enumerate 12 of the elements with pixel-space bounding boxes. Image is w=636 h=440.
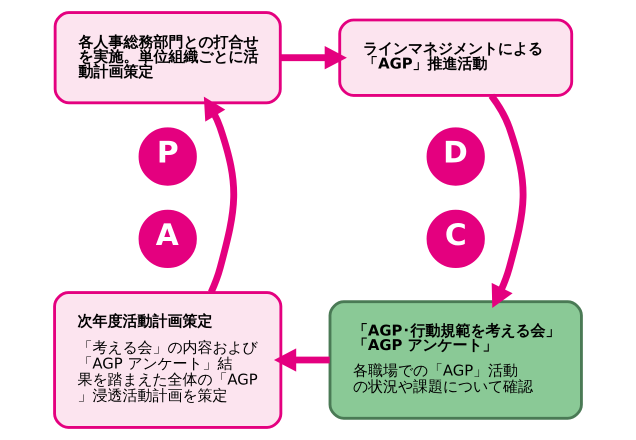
node-circle: P (138, 127, 197, 186)
arrow (204, 96, 238, 294)
arrow (280, 46, 347, 70)
arrow (274, 348, 330, 372)
node-box: 「AGP･行動規範を考える会」「AGP アンケート」 各職場での「AGP」活動の状況や課題について確認 (328, 300, 583, 420)
node-box: ラインマネジメントによる「AGP」推進活動 (338, 18, 574, 97)
arrow (488, 94, 526, 308)
node-circle: D (426, 127, 485, 186)
node-circle: C (426, 210, 485, 268)
node-circle: A (138, 210, 197, 268)
node-box: 次年度活動計画策定 「考える会」の内容および「AGP アンケート」結果を踏まえた全体の「AGP」浸透活動計画を策定 (53, 291, 282, 429)
node-box: 各人事総務部門との打合せを実施。単位組織ごとに活動計画策定 (54, 11, 282, 104)
